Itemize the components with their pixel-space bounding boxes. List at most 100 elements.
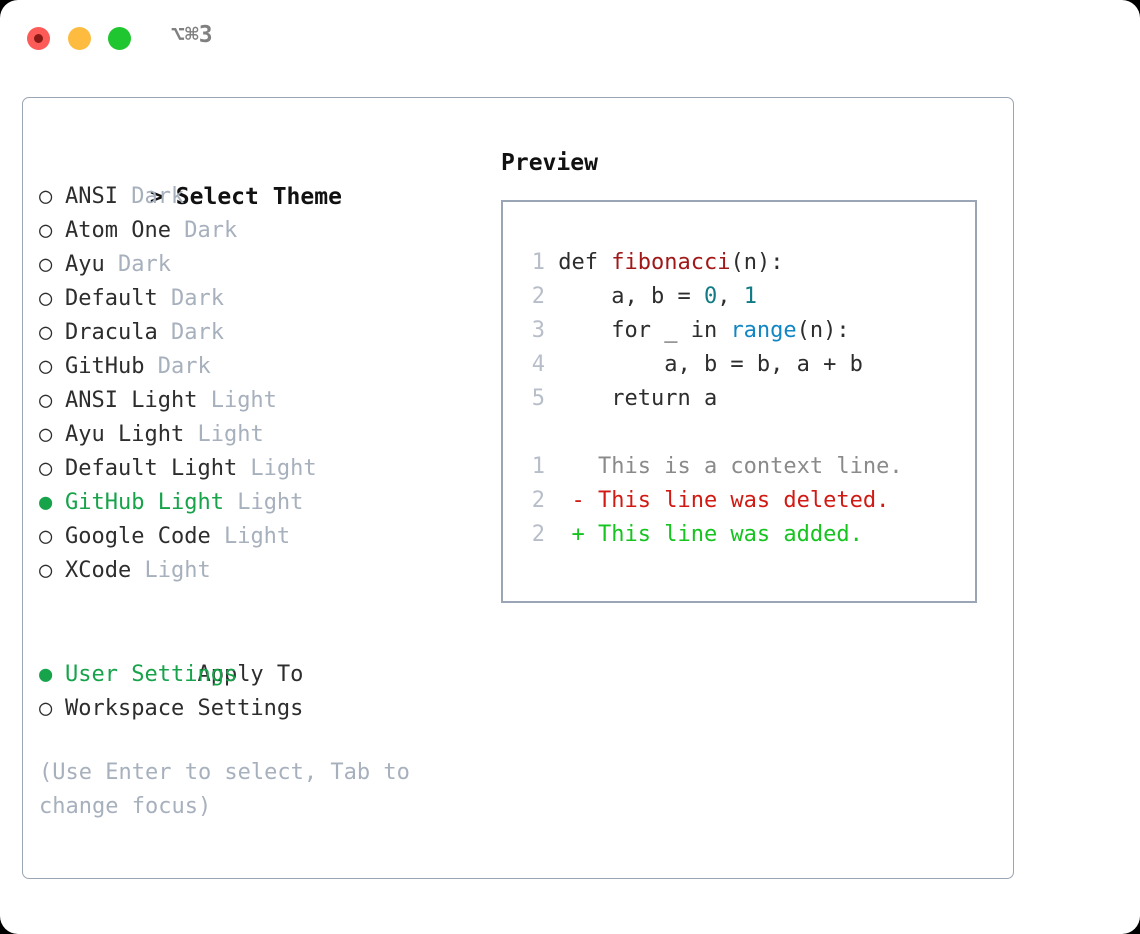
theme-list-item[interactable]: ○ XCode Light <box>39 554 479 588</box>
code-token: def <box>558 250 612 275</box>
radio-unselected-icon: ○ <box>39 388 66 413</box>
code-line: 1 def fibonacci(n): <box>519 246 975 280</box>
diff-sample: 1 This is a context line.2 - This line w… <box>519 450 975 552</box>
code-token: a, b = <box>558 284 704 309</box>
theme-kind-badge: Light <box>210 524 291 549</box>
radio-unselected-icon: ○ <box>39 558 66 583</box>
diff-line-text: This is a context line. <box>545 454 903 479</box>
diff-line-text: + This line was added. <box>545 522 863 547</box>
line-number: 1 <box>531 250 545 275</box>
theme-kind-badge: Light <box>223 490 304 515</box>
theme-list-item[interactable]: ○ Dracula Dark <box>39 316 479 350</box>
theme-picker-title: Select Theme <box>175 184 342 210</box>
theme-list-item[interactable]: ○ Default Dark <box>39 282 479 316</box>
radio-unselected-icon: ○ <box>39 422 66 447</box>
theme-list-item[interactable]: ○ Atom One Dark <box>39 214 479 248</box>
theme-kind-badge: Dark <box>144 354 211 379</box>
minimize-button[interactable] <box>68 27 91 50</box>
theme-name: XCode <box>65 558 132 583</box>
line-number: 5 <box>531 386 545 411</box>
theme-name: ANSI <box>65 184 118 209</box>
radio-unselected-icon: ○ <box>39 456 66 481</box>
keyboard-hint: (Use Enter to select, Tab to change focu… <box>39 760 410 819</box>
radio-unselected-icon: ○ <box>39 286 66 311</box>
theme-name: GitHub <box>65 354 145 379</box>
theme-name: Default <box>65 286 158 311</box>
apply-to-options[interactable]: ● User Settings○ Workspace Settings <box>39 658 479 726</box>
code-line: 5 return a <box>519 382 975 416</box>
line-number: 1 <box>531 454 545 479</box>
code-token: , <box>717 284 744 309</box>
diff-line-text: - This line was deleted. <box>545 488 890 513</box>
window-title: ⌥⌘3 <box>171 22 213 48</box>
theme-name: GitHub Light <box>65 490 224 515</box>
radio-unselected-icon: ○ <box>39 524 66 549</box>
maximize-button[interactable] <box>108 27 131 50</box>
apply-to-label: Apply To <box>197 662 304 687</box>
preview-column: Preview 1 def fibonacci(n):2 a, b = 0, 1… <box>501 146 1001 603</box>
radio-unselected-icon: ○ <box>39 218 66 243</box>
theme-kind-badge: Light <box>197 388 277 413</box>
line-number: 2 <box>531 522 545 547</box>
diff-line: 2 - This line was deleted. <box>519 484 975 518</box>
theme-list-item[interactable]: ○ ANSI Dark <box>39 180 479 214</box>
theme-list-item[interactable]: ○ Google Code Light <box>39 520 479 554</box>
theme-kind-badge: Dark <box>104 252 171 277</box>
theme-kind-badge: Dark <box>157 320 224 345</box>
theme-name: ANSI Light <box>65 388 198 413</box>
line-number: 2 <box>531 488 545 513</box>
apply-to-option-label: User Settings <box>65 662 238 687</box>
code-diff-separator <box>519 416 975 450</box>
theme-picker-column: > Select Theme ○ ANSI Dark○ Atom One Dar… <box>39 146 479 824</box>
radio-unselected-icon: ○ <box>39 320 66 345</box>
theme-name: Atom One <box>65 218 171 243</box>
theme-list-item[interactable]: ○ Ayu Dark <box>39 248 479 282</box>
theme-kind-badge: Dark <box>157 286 224 311</box>
theme-name: Ayu Light <box>65 422 185 447</box>
theme-list-item[interactable]: ○ ANSI Light Light <box>39 384 479 418</box>
code-token: (n): <box>796 318 850 343</box>
code-line: 3 for _ in range(n): <box>519 314 975 348</box>
theme-name: Default Light <box>65 456 238 481</box>
diff-line: 1 This is a context line. <box>519 450 975 484</box>
prompt-caret-icon: > <box>149 184 178 210</box>
line-number: 4 <box>531 352 545 377</box>
apply-to-option[interactable]: ○ Workspace Settings <box>39 692 479 726</box>
theme-list-item[interactable]: ○ Default Light Light <box>39 452 479 486</box>
code-token: a, b = b, a + b <box>558 352 863 377</box>
preview-title: Preview <box>501 150 598 176</box>
radio-selected-icon: ● <box>39 490 66 515</box>
title-bar: ⌥⌘3 <box>0 0 1140 78</box>
apply-to-option[interactable]: ● User Settings <box>39 658 479 692</box>
apply-to-header: Apply To <box>39 624 479 687</box>
code-token: 0 <box>703 284 718 309</box>
code-line: 4 a, b = b, a + b <box>519 348 975 382</box>
theme-kind-badge: Dark <box>117 184 185 209</box>
line-number: 3 <box>531 318 545 343</box>
theme-name: Ayu <box>65 252 105 277</box>
close-button[interactable] <box>27 27 50 50</box>
diff-line: 2 + This line was added. <box>519 518 975 552</box>
apply-to-section: Apply To ● User Settings○ Workspace Sett… <box>39 624 479 726</box>
theme-list[interactable]: ○ ANSI Dark○ Atom One Dark○ Ayu Dark○ De… <box>39 180 479 588</box>
theme-list-item[interactable]: ○ GitHub Dark <box>39 350 479 384</box>
code-token: (n): <box>730 250 784 275</box>
line-number: 2 <box>531 284 545 309</box>
code-token: 1 <box>743 284 757 309</box>
theme-list-item[interactable]: ● GitHub Light Light <box>39 486 479 520</box>
radio-selected-icon: ● <box>39 662 66 687</box>
theme-picker-header: > Select Theme <box>39 146 479 210</box>
theme-list-item[interactable]: ○ Ayu Light Light <box>39 418 479 452</box>
theme-kind-badge: Light <box>131 558 211 583</box>
theme-kind-badge: Light <box>184 422 264 447</box>
code-line: 2 a, b = 0, 1 <box>519 280 975 314</box>
theme-name: Google Code <box>65 524 211 549</box>
radio-unselected-icon: ○ <box>39 252 66 277</box>
radio-unselected-icon: ○ <box>39 184 66 209</box>
code-token: fibonacci <box>611 250 731 275</box>
theme-kind-badge: Light <box>237 456 317 481</box>
radio-unselected-icon: ○ <box>39 354 66 379</box>
